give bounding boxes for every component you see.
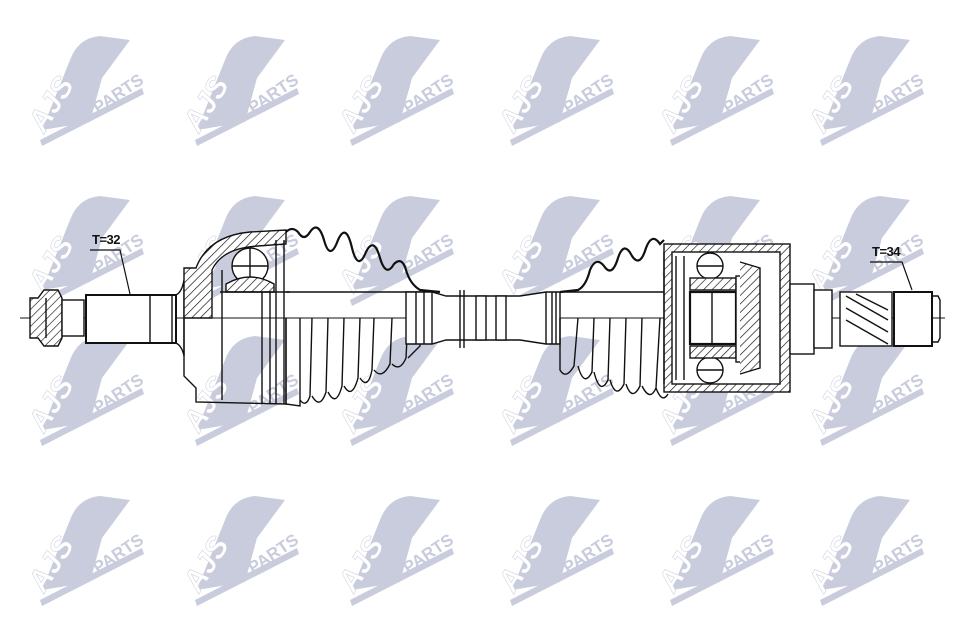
leader-left	[90, 249, 131, 295]
outer-cv-joint	[183, 229, 290, 405]
left-boot-top	[285, 226, 441, 294]
spline-count-right: T=34	[872, 244, 901, 259]
inner-cv-joint	[663, 243, 791, 393]
left-nut	[29, 289, 63, 347]
spline-count-left: T=32	[92, 232, 121, 247]
left-boot-bottom	[285, 317, 421, 407]
right-spline	[893, 291, 933, 347]
leader-right	[870, 261, 913, 291]
right-helical-spline	[839, 291, 893, 347]
right-boot-bottom	[559, 317, 669, 399]
intermediate-shaft	[405, 290, 561, 348]
left-spline	[85, 294, 177, 344]
right-boot-top	[559, 237, 665, 294]
